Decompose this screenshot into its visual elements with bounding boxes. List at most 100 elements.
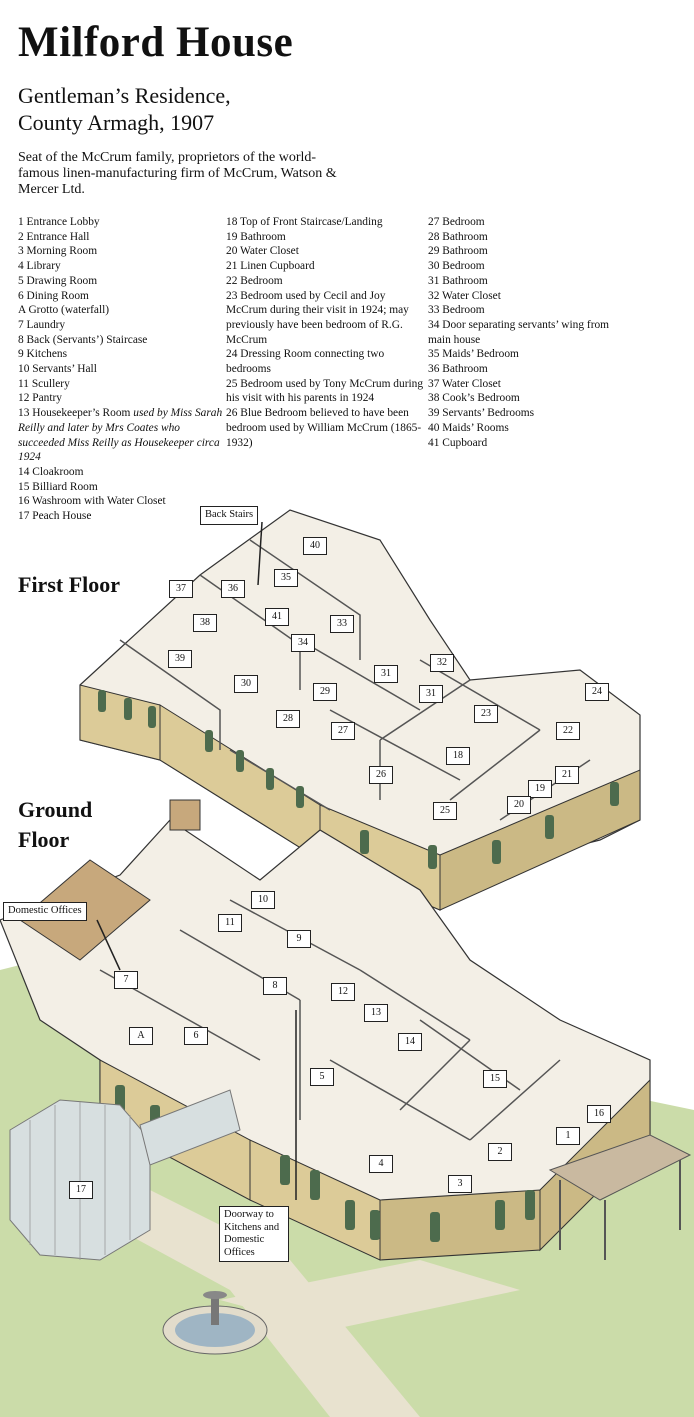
legend-item: 29 Bathroom: [428, 245, 488, 258]
room-label: 32: [430, 654, 454, 672]
room-label: 8: [263, 977, 287, 995]
room-label: 21: [555, 766, 579, 784]
room-label: 3: [448, 1175, 472, 1193]
legend-item: 5 Drawing Room: [18, 274, 98, 287]
room-label: 22: [556, 722, 580, 740]
legend-item: 34 Door separating servants’ wing from m…: [428, 318, 610, 346]
legend-item: 25 Bedroom used by Tony McCrum during hi…: [226, 377, 424, 405]
room-label: 5: [310, 1068, 334, 1086]
legend-item-13-main: 13 Housekeeper’s Room: [18, 407, 134, 420]
room-label: 16: [587, 1105, 611, 1123]
subtitle-line-1: Gentleman’s Residence,: [18, 83, 231, 108]
legend-item: 22 Bedroom: [226, 274, 283, 287]
page-title: Milford House: [18, 19, 294, 66]
room-label: 35: [274, 569, 298, 587]
ground-floor-label: Ground Floor: [18, 795, 92, 855]
room-label: 17: [69, 1181, 93, 1199]
legend-item: 11 Scullery: [18, 377, 70, 390]
callout-doorway-line-1: Doorway to: [224, 1209, 274, 1220]
room-label: 13: [364, 1004, 388, 1022]
callout-back-stairs: Back Stairs: [200, 506, 259, 525]
room-label: 19: [528, 780, 552, 798]
room-label: 27: [331, 722, 355, 740]
legend-column-1: 1 Entrance Lobby 2 Entrance Hall 3 Morni…: [18, 215, 223, 524]
legend-item: 33 Bedroom: [428, 304, 485, 317]
legend-item-13-note: used by Miss Sarah Reilly and later by M…: [18, 407, 223, 464]
legend-item: 31 Bathroom: [428, 274, 488, 287]
room-label: 39: [168, 650, 192, 668]
callout-doorway-line-2: Kitchens and: [224, 1221, 280, 1233]
room-label: 41: [265, 608, 289, 626]
legend-item: 1 Entrance Lobby: [18, 216, 100, 228]
legend-item: 35 Maids’ Bedroom: [428, 348, 519, 361]
legend-item: 41 Cupboard: [428, 436, 488, 449]
legend-item: 6 Dining Room: [18, 289, 89, 302]
legend-item: 19 Bathroom: [226, 230, 286, 243]
ground-floor-block: [0, 799, 651, 1261]
legend-item: 2 Entrance Hall: [18, 230, 90, 243]
room-label: 31: [419, 685, 443, 703]
legend-item: 17 Peach House: [18, 510, 92, 523]
legend-item: 14 Cloakroom: [18, 465, 84, 478]
room-label: 4: [369, 1155, 393, 1173]
room-label: 29: [313, 683, 337, 701]
legend-item: 37 Water Closet: [428, 377, 501, 390]
legend-item: 27 Bedroom: [428, 216, 485, 228]
callout-doorway-line-4: Offices: [224, 1246, 255, 1258]
legend-item: 20 Water Closet: [226, 245, 299, 258]
legend-item: 24 Dressing Room connecting two bedrooms: [226, 348, 385, 376]
legend-item: 4 Library: [18, 260, 61, 273]
room-label: 25: [433, 802, 457, 820]
callout-line-domestic-offices: [96, 919, 121, 971]
legend-item: 36 Bathroom: [428, 363, 488, 376]
room-label: A: [129, 1027, 153, 1045]
porch-canopy: [548, 1134, 692, 1260]
room-label: 37: [169, 580, 193, 598]
legend-item: A Grotto (waterfall): [18, 304, 110, 317]
legend-item: 39 Servants’ Bedrooms: [428, 407, 535, 420]
room-label: 2: [488, 1143, 512, 1161]
callout-doorway: Doorway to Kitchens and Domestic Offices: [219, 1206, 289, 1262]
legend-item: 18 Top of Front Staircase/Landing: [226, 216, 383, 228]
legend-item: 8 Back (Servants’) Staircase: [18, 333, 148, 346]
room-label: 15: [483, 1070, 507, 1088]
legend-item: 38 Cook’s Bedroom: [428, 392, 520, 405]
room-label: 1: [556, 1127, 580, 1145]
room-label: 26: [369, 766, 393, 784]
room-label: 34: [291, 634, 315, 652]
legend-item: 21 Linen Cupboard: [226, 260, 315, 273]
legend-item: 9 Kitchens: [18, 348, 68, 361]
room-label: 36: [221, 580, 245, 598]
room-label: 31: [374, 665, 398, 683]
room-label: 10: [251, 891, 275, 909]
room-label: 40: [303, 537, 327, 555]
fountain: [162, 1291, 268, 1355]
legend-item: 16 Washroom with Water Closet: [18, 495, 166, 508]
legend-item: 28 Bathroom: [428, 230, 488, 243]
legend-item: 15 Billiard Room: [18, 480, 98, 493]
legend-item: 7 Laundry: [18, 318, 66, 331]
legend-item: 32 Water Closet: [428, 289, 501, 302]
first-floor-block: [79, 509, 641, 911]
room-label: 12: [331, 983, 355, 1001]
room-label: 30: [234, 675, 258, 693]
legend-item: 10 Servants’ Hall: [18, 363, 97, 376]
room-label: 9: [287, 930, 311, 948]
legend-item: 12 Pantry: [18, 392, 62, 405]
room-label: 11: [218, 914, 242, 932]
legend-item: 26 Blue Bedroom believed to have been be…: [226, 407, 422, 449]
room-label: 14: [398, 1033, 422, 1051]
ground-floor-label-line-1: Ground: [18, 797, 93, 822]
legend-column-3: 27 Bedroom 28 Bathroom 29 Bathroom 30 Be…: [428, 215, 618, 450]
legend-item: 30 Bedroom: [428, 260, 485, 273]
room-label: 24: [585, 683, 609, 701]
legend-column-2: 18 Top of Front Staircase/Landing 19 Bat…: [226, 215, 426, 450]
callout-line-back-stairs: [257, 521, 263, 586]
legend-item: 23 Bedroom used by Cecil and Joy McCrum …: [226, 289, 409, 346]
legend-item: 3 Morning Room: [18, 245, 98, 258]
ground-floor-label-line-2: Floor: [18, 827, 70, 852]
legend-item: 40 Maids’ Rooms: [428, 421, 509, 434]
callout-doorway-line-3: Domestic: [224, 1234, 265, 1245]
room-label: 28: [276, 710, 300, 728]
